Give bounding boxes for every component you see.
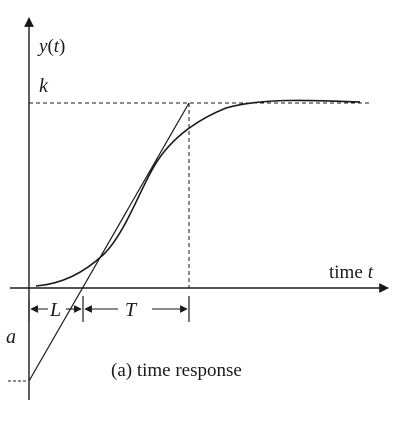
- y-axis-label-open: (: [47, 36, 53, 57]
- a-label: a: [6, 326, 16, 348]
- caption: (a) time response: [111, 360, 242, 381]
- y-axis-label-t: t: [54, 36, 60, 57]
- step-response-curve: [35, 99, 361, 287]
- t-label: T: [125, 299, 138, 321]
- y-axis-label-y: y: [37, 36, 48, 57]
- y-axis-label-close: ): [59, 36, 65, 57]
- inflection-tangent-line: [28, 102, 190, 382]
- k-label: k: [39, 75, 49, 97]
- time-axis-word: time: [329, 262, 363, 283]
- y-axis-label: y(t): [37, 36, 65, 57]
- l-label: L: [49, 299, 61, 321]
- time-axis-var: t: [368, 262, 374, 283]
